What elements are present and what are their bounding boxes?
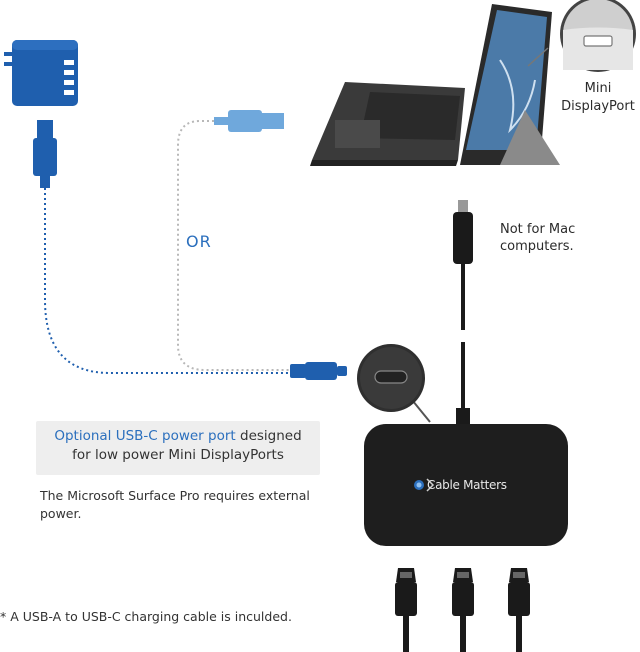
callout-highlight: Optional USB-C power port: [54, 428, 236, 444]
usb-a-plug-icon: [33, 120, 57, 188]
footnote: * A USB-A to USB-C charging cable is inc…: [0, 609, 292, 624]
callout-line2: for low power Mini DisplayPorts: [72, 447, 284, 463]
hub-icon: [364, 424, 568, 546]
hub-brand-label: Cable Matters: [427, 478, 507, 492]
laptop-icon: [310, 4, 560, 166]
not-for-mac-label: Not for Mac computers.: [500, 222, 576, 254]
displayport-plug-icon: [508, 568, 530, 652]
callout-text: Optional USB-C power port designed for l…: [36, 427, 320, 465]
usb-c-plug-icon: [290, 362, 347, 380]
usb-c-port-zoom-icon: [357, 344, 431, 423]
mini-displayport-plug-icon: [453, 200, 473, 426]
displayport-plug-icon: [452, 568, 474, 652]
surface-pro-note: The Microsoft Surface Pro requires exter…: [40, 488, 310, 521]
wall-charger-icon: [4, 40, 78, 106]
callout-rest: designed: [235, 428, 302, 444]
or-label: OR: [186, 232, 212, 251]
mini-displayport-label: Mini DisplayPort: [561, 81, 635, 114]
displayport-plug-icon: [395, 568, 417, 652]
callout-box: [36, 421, 320, 475]
usb-a-plug-icon: [214, 110, 284, 132]
mini-displayport-zoom-icon: [527, 0, 636, 72]
